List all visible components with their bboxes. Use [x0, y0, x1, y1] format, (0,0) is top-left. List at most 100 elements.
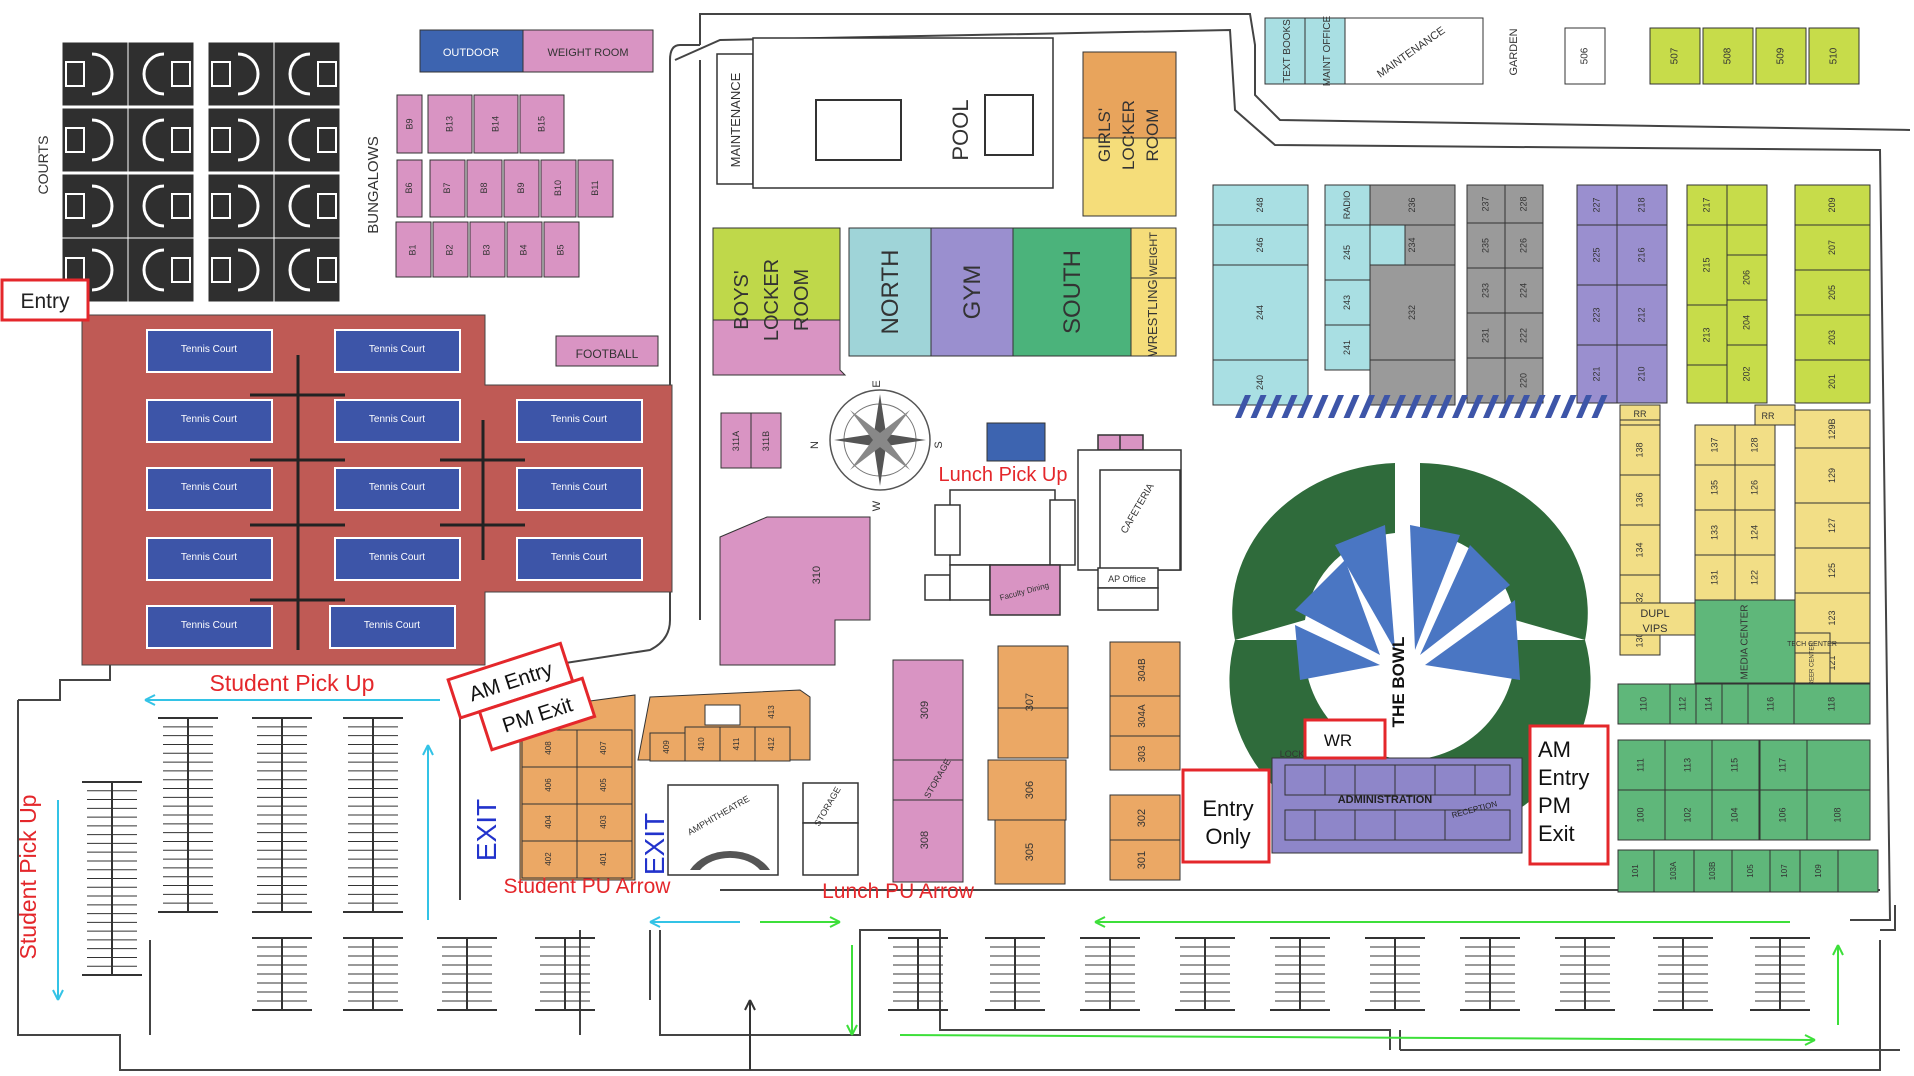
courts-label: COURTS: [35, 136, 51, 195]
room-306: 306: [1024, 781, 1036, 799]
exit-right-label: EXIT: [639, 813, 670, 875]
room: [1794, 409, 1871, 449]
parking-row: [888, 937, 948, 1011]
tennis-court: Tennis Court: [516, 467, 643, 511]
basketball-court: [61, 107, 129, 173]
room: [1726, 224, 1768, 256]
room: [1616, 344, 1668, 404]
room: [684, 726, 721, 762]
ap-office-label: AP Office: [1108, 574, 1146, 584]
tennis-court: Tennis Court: [146, 399, 273, 443]
tennis-court: Tennis Court: [146, 605, 273, 649]
room-label: 411: [732, 737, 741, 750]
bungalow: [466, 159, 503, 218]
room-label: 204: [1741, 315, 1751, 330]
parking-row: [343, 717, 403, 913]
bungalow: [469, 221, 506, 278]
basketball-court: [61, 41, 129, 107]
parking-row: [437, 937, 497, 1011]
administration-label: ADMINISTRATION: [1338, 794, 1433, 806]
entry-only-box: [1181, 768, 1271, 864]
compass-e: E: [871, 380, 883, 387]
room: [1734, 554, 1776, 601]
stripe: [1359, 395, 1375, 418]
tennis-court: Tennis Court: [146, 467, 273, 511]
entry-label: Entry: [20, 290, 70, 313]
room-label: 406: [544, 778, 553, 792]
room: [1686, 224, 1728, 306]
bungalow: [577, 159, 614, 218]
room-label: 215: [1701, 257, 1711, 272]
room: [1686, 304, 1728, 366]
room-label: 104: [1729, 807, 1739, 822]
room-label: 217: [1701, 197, 1711, 212]
room-label: 245: [1342, 245, 1352, 260]
room-label: 212: [1636, 307, 1646, 322]
room-label: 108: [1832, 807, 1842, 822]
parking-row: [1175, 937, 1235, 1011]
stripe: [1374, 395, 1391, 418]
room-label: 128: [1749, 437, 1759, 452]
bungalows-label: BUNGALOWS: [365, 136, 382, 234]
stripe: [1297, 395, 1313, 418]
bungalow: [503, 159, 540, 218]
boys-locker-label-3: ROOM: [791, 269, 813, 331]
room-label: 124: [1749, 525, 1759, 540]
basketball-court: [207, 173, 275, 239]
room-label: 224: [1518, 283, 1528, 298]
room-label: 232: [1407, 305, 1417, 320]
compass-n: N: [809, 441, 821, 449]
basketball-court: [127, 41, 195, 107]
room-label: 510: [1829, 47, 1840, 64]
room-302: 302: [1136, 809, 1148, 827]
room-label: 206: [1741, 270, 1751, 285]
room-label: 122: [1749, 570, 1759, 585]
room-label: 243: [1342, 295, 1352, 310]
stripe: [1250, 395, 1267, 418]
outdoor-weight-room: OUTDOOR WEIGHT ROOM: [419, 29, 654, 73]
boys-locker-label-1: BOYS': [731, 270, 753, 329]
parking-row: [252, 937, 312, 1011]
room: [1726, 299, 1768, 346]
room: [1794, 447, 1871, 504]
bungalow-label: B9: [516, 182, 526, 193]
room: [1695, 683, 1723, 725]
room-311b: 311B: [761, 431, 771, 451]
room-label: 202: [1741, 366, 1751, 381]
bungalow: [396, 94, 423, 154]
room-label: 101: [1631, 864, 1640, 878]
room-label: 248: [1255, 197, 1265, 212]
basketball-court: [61, 173, 129, 239]
bungalow-label: B15: [536, 116, 546, 132]
bungalow-label: B2: [444, 244, 454, 255]
stripe: [1390, 395, 1406, 418]
room-label: 221: [1591, 366, 1601, 381]
basketball-court: [207, 41, 275, 107]
room-label: 404: [544, 815, 553, 829]
tennis-court-label: Tennis Court: [364, 620, 420, 631]
room-label: 137: [1709, 437, 1719, 452]
exit-label-2: Exit: [1538, 821, 1575, 846]
room: [1808, 27, 1860, 85]
stripe: [1312, 395, 1329, 418]
room: [1616, 184, 1668, 226]
room: [1619, 424, 1661, 476]
room: [1837, 849, 1879, 893]
stripe: [1467, 395, 1484, 418]
stripe: [1452, 395, 1468, 418]
tennis-court-label: Tennis Court: [551, 482, 607, 493]
room: [1734, 464, 1776, 511]
room: [1466, 357, 1506, 404]
room: [754, 726, 791, 762]
pool-area: MAINTENANCE POOL: [716, 37, 1054, 189]
room: [1619, 474, 1661, 526]
room: [1711, 789, 1760, 841]
compass-w: W: [871, 500, 883, 511]
basketball-court: [127, 107, 195, 173]
room: [1369, 224, 1406, 266]
room: [576, 840, 633, 879]
room: [576, 729, 633, 768]
bungalow-label: B13: [444, 116, 454, 132]
